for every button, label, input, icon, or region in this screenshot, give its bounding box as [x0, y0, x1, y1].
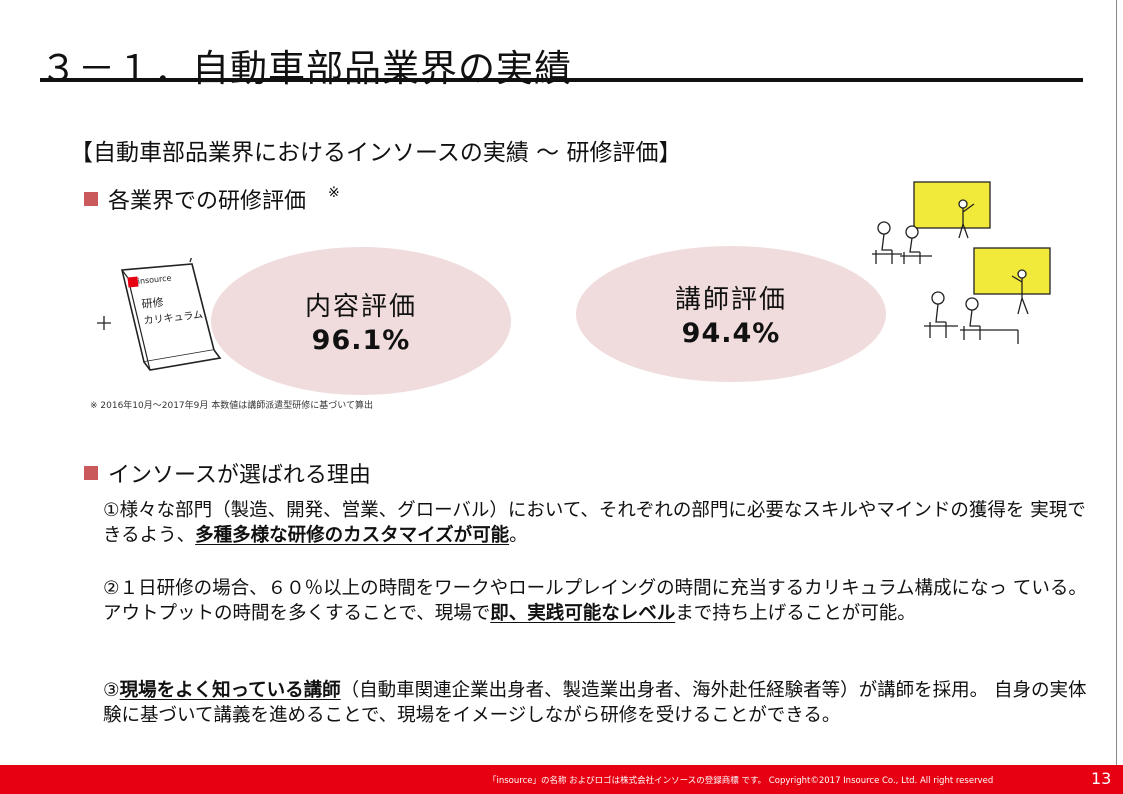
curriculum-book-illustration: insource 研修 カリキュラム: [97, 258, 239, 371]
evaluation-footnote: ※ 2016年10月～2017年9月 本数値は講師派遣型研修に基づいて算出: [90, 401, 373, 411]
reason-text: ①様々な部門（製造、開発、営業、グローバル）において、それぞれの部門に必要なスキ…: [103, 500, 1086, 546]
footer-copyright: 「insource」の名称 およびロゴは株式会社インソースの登録商標 です。 C…: [488, 776, 994, 786]
bullet-square-icon: [84, 466, 98, 480]
book-brand-text: insource: [137, 273, 172, 285]
reason-text: （自動車関連企業出身者、製造業出身者、海外赴任経験者等）が講師を採用。 自身の実…: [103, 680, 1087, 726]
classroom-scene-bottom: [924, 247, 1051, 344]
content-evaluation-label: 内容評価: [304, 292, 417, 322]
lecturer-evaluation-label: 講師評価: [674, 285, 787, 315]
reason-highlight: 現場をよく知っている講師: [119, 680, 341, 701]
reason-text: ③: [103, 680, 120, 701]
content-evaluation-value: 96.1%: [311, 325, 411, 356]
title-underline: [40, 78, 1083, 82]
reason-item-2: ②１日研修の場合、６０％以上の時間をワークやロールプレイングの時間に充当するカリ…: [103, 576, 1088, 626]
lecturer-evaluation-ellipse: 講師評価 94.4%: [576, 246, 886, 382]
section-heading-reasons: インソースが選ばれる理由: [84, 457, 371, 489]
bullet-square-icon: [84, 192, 98, 206]
reason-item-3: ③現場をよく知っている講師（自動車関連企業出身者、製造業出身者、海外赴任経験者等…: [103, 678, 1088, 728]
reason-text: まで持ち上げることが可能。: [675, 603, 916, 624]
reason-highlight: 即、実践可能なレベル: [490, 603, 676, 624]
page-title: ３－１．自動車部品業界の実績: [40, 47, 572, 90]
section-heading-label: インソースが選ばれる理由: [108, 463, 371, 488]
note-mark: ※: [328, 185, 340, 201]
section-heading-label: 各業界での研修評価: [108, 189, 307, 214]
page-edge-line: [1116, 0, 1117, 765]
content-evaluation-ellipse: 内容評価 96.1%: [211, 247, 511, 395]
book-title-line1: 研修: [141, 295, 164, 311]
reason-text: ②１日研修の場合、６０％以上の時間をワークやロールプレイングの時間に充当するカリ…: [103, 578, 1087, 624]
lecturer-evaluation-value: 94.4%: [681, 318, 781, 349]
page-number: 13: [1091, 769, 1112, 788]
footer-bar: 「insource」の名称 およびロゴは株式会社インソースの登録商標 です。 C…: [0, 765, 1123, 794]
reason-item-1: ①様々な部門（製造、開発、営業、グローバル）において、それぞれの部門に必要なスキ…: [103, 498, 1088, 548]
reason-text: 。: [509, 525, 528, 546]
reason-highlight: 多種多様な研修のカスタマイズが可能: [195, 525, 510, 546]
classroom-illustration: [872, 181, 1051, 344]
subtitle: 【自動車部品業界におけるインソースの実績 ～ 研修評価】: [70, 140, 682, 166]
section-heading-evaluation: 各業界での研修評価 ※: [84, 183, 340, 215]
classroom-scene-top: [872, 181, 991, 264]
